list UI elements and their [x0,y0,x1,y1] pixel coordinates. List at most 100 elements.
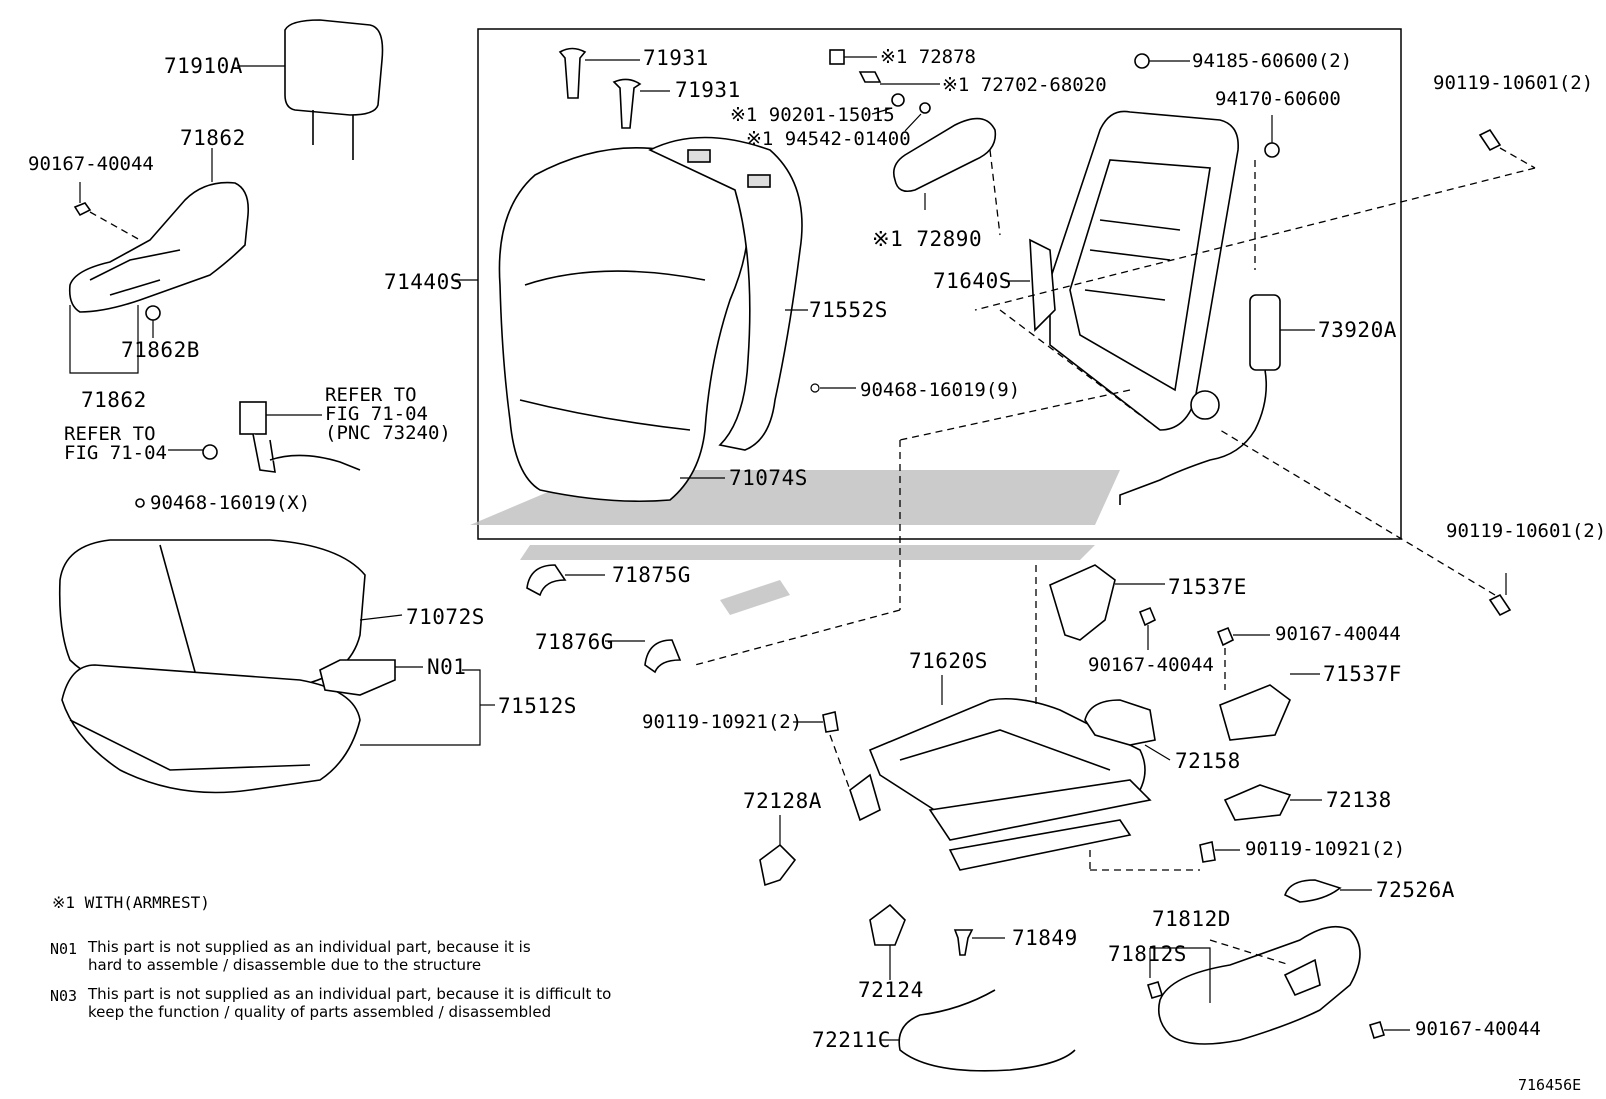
label-71537E: 71537E [1168,575,1247,599]
note-armrest: ※1 WITH(ARMREST) [52,893,210,912]
screw-90167-c[interactable] [1216,626,1235,647]
screw-71812S[interactable] [1146,981,1164,999]
label-72526A: 72526A [1376,878,1455,902]
label-90167-d: 90167-40044 [1415,1018,1541,1040]
bushing-94542[interactable] [919,102,931,114]
screw-90167-d[interactable] [1368,1021,1386,1039]
bolt-90119-10601-a[interactable] [1478,128,1502,152]
label-72124: 72124 [858,978,924,1002]
label-71620S: 71620S [909,649,988,673]
wire-72211C[interactable] [898,989,1076,1072]
cover-72158[interactable] [1084,699,1156,746]
headrest-guide-2[interactable] [612,78,642,129]
label-94185: 94185-60600(2) [1192,50,1353,72]
clip-90468-x[interactable] [135,498,145,508]
cover-71537E[interactable] [1049,564,1116,641]
seatback-cover[interactable] [498,147,749,503]
label-90119-10601-a: 90119-10601(2) [1433,72,1594,94]
seatback-frame[interactable] [1029,110,1239,431]
note-n03-line1: This part is not supplied as an individu… [88,985,612,1003]
cover-72138[interactable] [1223,784,1292,821]
armrest-bolt-72702[interactable] [858,71,882,83]
label-72158: 72158 [1175,749,1241,773]
seat-cushion-pad[interactable] [61,664,361,794]
seat-adjuster[interactable] [849,697,1152,871]
screw-90167-a[interactable] [73,202,92,217]
note-n03-code: N03 [50,987,78,1005]
label-90119-10921-a: 90119-10921(2) [642,711,803,733]
nut-94185[interactable] [1134,53,1150,69]
label-71074S: 71074S [729,466,808,490]
label-71512S: 71512S [498,694,577,718]
nut-94170[interactable] [1264,142,1280,158]
label-71072S: 71072S [406,605,485,629]
bolt-90119-10921-b[interactable] [1199,841,1216,863]
label-90468-x: 90468-16019(X) [150,492,311,514]
label-72211C: 72211C [812,1028,891,1052]
side-airbag[interactable] [1119,294,1281,505]
label-refer-buckle-line3: (PNC 73240) [325,422,451,444]
label-71440S: 71440S [384,270,463,294]
label-72702: ※1 72702-68020 [942,74,1107,96]
bolt-90119-10601-b[interactable] [1488,593,1512,617]
cover-71537F[interactable] [1219,684,1291,741]
bolt-90119-10921-a[interactable] [822,711,839,733]
label-71875G: 71875G [612,563,691,587]
label-94542: ※1 94542-01400 [746,128,911,150]
label-N01: N01 [427,655,467,679]
buckle-bolt[interactable] [202,444,218,460]
label-90119-10601-b: 90119-10601(2) [1446,520,1606,542]
headrest[interactable] [284,19,384,160]
label-72878: ※1 72878 [880,46,976,68]
cover-72128A[interactable] [759,843,797,887]
cushion-heater-n01[interactable] [319,659,396,696]
label-90167-a: 90167-40044 [28,153,154,175]
figure-code: 716456E [1518,1076,1582,1094]
cover-71875G[interactable] [526,564,567,597]
label-90167-c: 90167-40044 [1275,623,1401,645]
clip-71862B[interactable] [145,305,161,321]
label-90167-b: 90167-40044 [1088,654,1214,676]
label-72890: ※1 72890 [872,227,983,251]
label-90201: ※1 90201-15015 [730,104,895,126]
screw-90167-b[interactable] [1138,606,1157,627]
label-90468-9: 90468-16019(9) [860,379,1021,401]
label-71862B: 71862B [121,338,200,362]
cover-71876G[interactable] [644,639,682,674]
knob-72526A[interactable] [1284,879,1342,903]
label-71931-a: 71931 [643,46,709,70]
label-94170: 94170-60600 [1215,88,1341,110]
label-71812S: 71812S [1108,942,1187,966]
note-n01-line2: hard to assemble / disassemble due to th… [88,956,482,974]
label-71849: 71849 [1012,926,1078,950]
label-90119-10921-b: 90119-10921(2) [1245,838,1406,860]
label-72138: 72138 [1326,788,1392,812]
label-71931-b: 71931 [675,78,741,102]
label-refer-buckle-line1: REFER TO [325,384,417,406]
label-refer-bolt-line2: FIG 71-04 [64,442,167,464]
label-71910A: 71910A [164,54,243,78]
pin-71849[interactable] [953,929,974,956]
cover-72124[interactable] [869,903,906,946]
label-71862-bottom: 71862 [81,388,147,412]
label-71552S: 71552S [809,298,888,322]
note-n01-line1: This part is not supplied as an individu… [88,938,531,956]
note-n03-line2: keep the function / quality of parts ass… [88,1003,552,1021]
label-73920A: 73920A [1318,318,1397,342]
side-shield-71812D[interactable] [1157,925,1361,1045]
armrest-72890[interactable] [892,117,997,193]
label-71876G: 71876G [535,630,614,654]
armrest-nut-72878[interactable] [829,49,845,65]
label-72128A: 72128A [743,789,822,813]
seat-side-shield[interactable] [68,181,250,313]
seatback-pad[interactable] [648,136,803,451]
seatbelt-buckle[interactable] [239,401,361,473]
label-71812D: 71812D [1152,907,1231,931]
seat-cushion-cover[interactable] [58,539,366,696]
headrest-guide-1[interactable] [558,47,587,99]
label-71640S: 71640S [933,269,1012,293]
washer-90201[interactable] [891,93,905,107]
seatback-group-frame [477,28,1402,540]
note-n01-code: N01 [50,940,78,958]
